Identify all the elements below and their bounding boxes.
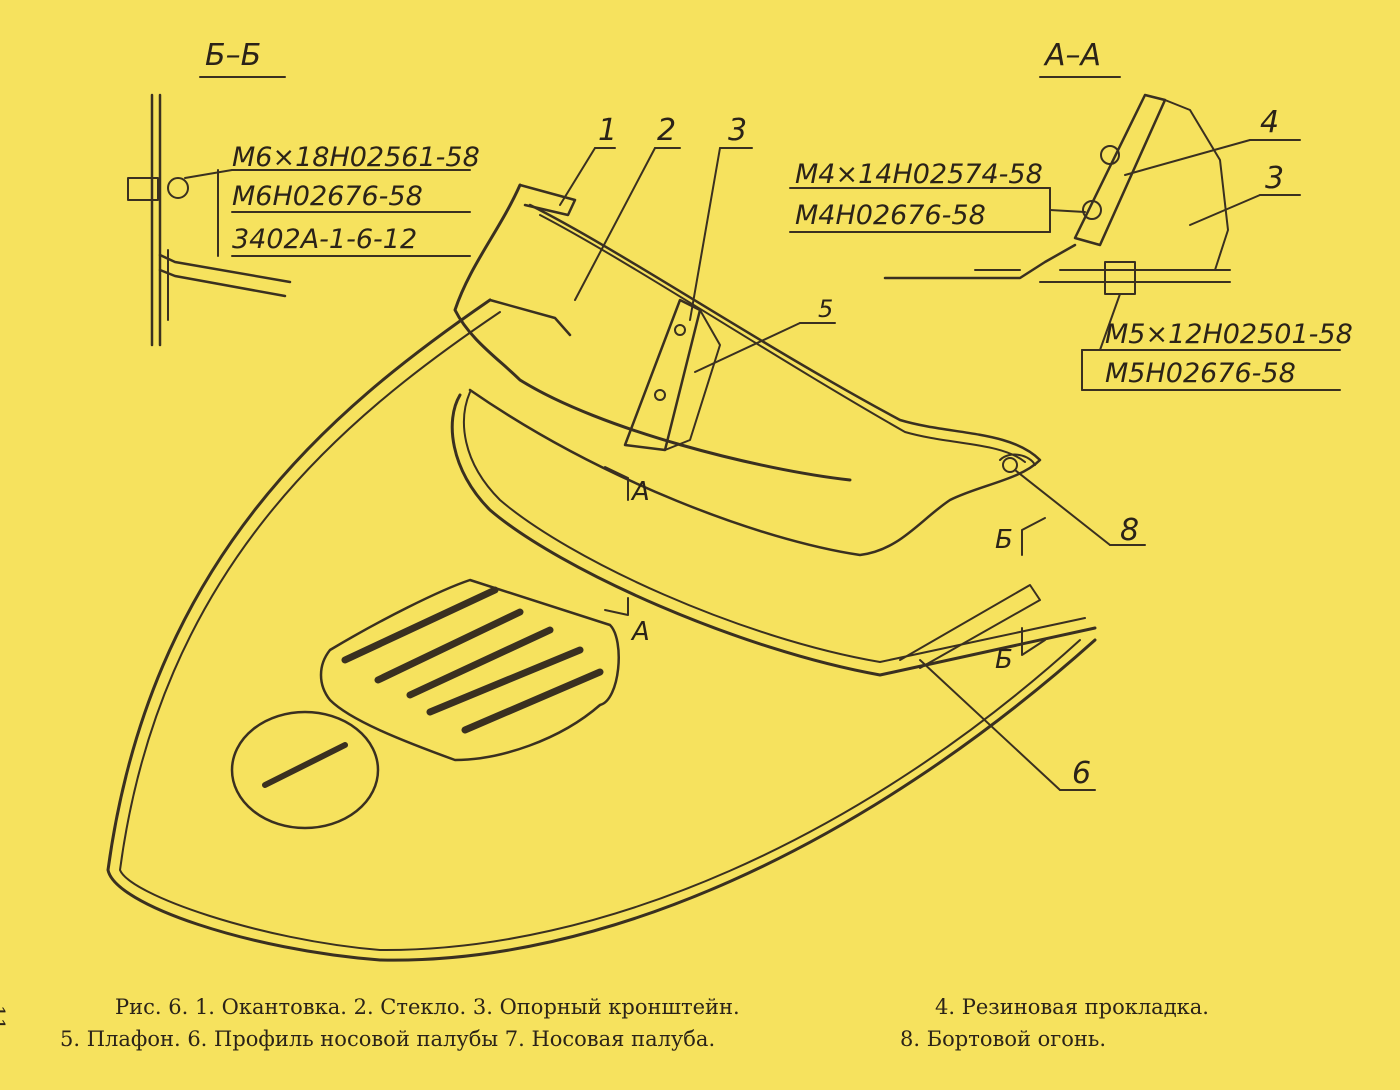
callout-4: 4 [1260, 105, 1279, 140]
cut-mark-a-top: А [630, 477, 650, 507]
cut-mark-a-bottom: А [630, 617, 650, 647]
section-aa-detail: А–А 4 3 М4×14Н02574-58 М4Н02676-58 М5×12… [789, 38, 1353, 391]
caption-line-1-right: 4. Резиновая прокладка. [935, 995, 1209, 1019]
callout-8: 8 [1120, 513, 1139, 548]
spec-bb-1: М6×18Н02561-58 [232, 142, 480, 173]
spec-aa-3: М5×12Н02501-58 [1105, 319, 1353, 350]
cut-mark-b-bottom: Б [995, 645, 1013, 675]
spec-aa-2: М4Н02676-58 [795, 200, 986, 231]
callout-3-section: 3 [1265, 161, 1284, 196]
callout-1: 1 [598, 113, 617, 148]
caption-line-2: 5. Плафон. 6. Профиль носовой палубы 7. … [60, 1027, 1300, 1051]
caption-line-1: Рис. 6. 1. Окантовка. 2. Стекло. 3. Опор… [115, 995, 1355, 1019]
main-assembly: 1 2 3 5 8 6 А А Б Б [106, 113, 1146, 962]
section-aa-title: А–А [1043, 38, 1101, 73]
spec-bb-2: М6Н02676-58 [232, 181, 423, 212]
callout-6: 6 [1072, 756, 1091, 791]
spec-aa-4: М5Н02676-58 [1105, 358, 1296, 389]
callout-3: 3 [728, 113, 747, 148]
section-bb-title: Б–Б [205, 38, 261, 73]
caption-line-2-right: 8. Бортовой огонь. [900, 1027, 1107, 1051]
caption-line-1-left: Рис. 6. 1. Окантовка. 2. Стекло. 3. Опор… [115, 995, 740, 1019]
callout-2: 2 [657, 113, 676, 148]
section-bb-detail: Б–Б М6×18Н02561-58 М6Н02676-58 3402А-1-6… [127, 38, 480, 347]
page-number: 11 [0, 1005, 10, 1031]
spec-aa-1: М4×14Н02574-58 [795, 159, 1043, 190]
callout-5: 5 [818, 295, 833, 323]
deck-drawing: Б–Б М6×18Н02561-58 М6Н02676-58 3402А-1-6… [106, 38, 1353, 962]
spec-bb-3: 3402А-1-6-12 [232, 224, 417, 255]
caption-line-2-left: 5. Плафон. 6. Профиль носовой палубы 7. … [60, 1027, 716, 1051]
cut-mark-b-top: Б [995, 525, 1013, 555]
